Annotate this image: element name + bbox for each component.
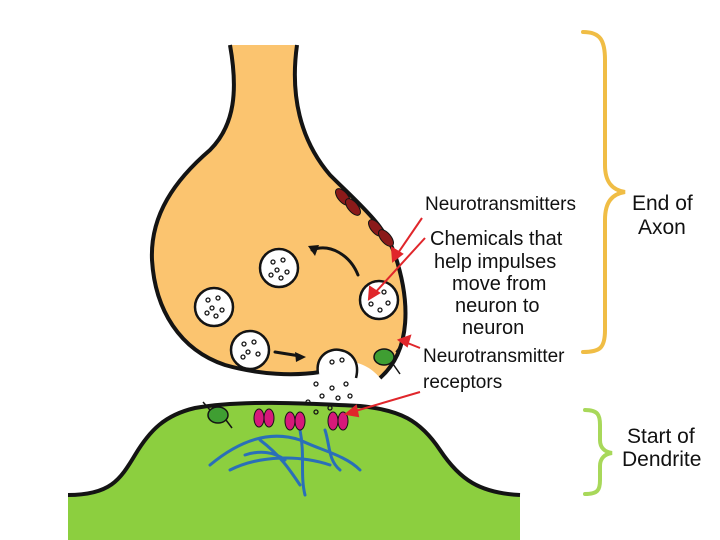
axon-outline-right	[292, 44, 408, 380]
neurotransmitters-label: Neurotransmitters	[425, 194, 576, 215]
end-of-axon-line-1: End of	[632, 192, 693, 215]
vesicle-circle	[229, 329, 271, 371]
definition-line-5: neuron	[462, 317, 524, 339]
end-of-axon-line-2: Axon	[638, 216, 686, 239]
red-pointer-arrow	[351, 391, 421, 413]
red-pointer-arrows	[343, 217, 426, 418]
dendrite-outline	[67, 400, 521, 497]
definition-line-4: neuron to	[455, 295, 540, 317]
red-pointer-arrow	[372, 237, 426, 296]
pink-receptors	[253, 408, 349, 431]
releasing-vesicle	[316, 348, 359, 379]
red-pointer-arrow	[395, 217, 423, 257]
membrane-proteins	[335, 188, 394, 247]
axon-bracket-icon	[581, 30, 626, 354]
definition-line-1: Chemicals that	[430, 228, 563, 250]
receptor-arrows	[202, 343, 403, 429]
dendrite-bracket-icon	[583, 408, 613, 496]
receptor-label-line-2: receptors	[423, 372, 502, 393]
dendrite-fibers	[208, 428, 362, 497]
green-receptors	[207, 348, 395, 424]
dendrite-body	[68, 402, 520, 540]
released-neurotransmitters	[305, 381, 353, 415]
arrowheads	[295, 245, 319, 362]
axon-outline-left	[149, 44, 321, 377]
start-of-dendrite-line-2: Dendrite	[622, 448, 701, 471]
receptor-label-line-1: Neurotransmitter	[423, 346, 565, 367]
start-of-dendrite-line-1: Start of	[627, 425, 695, 448]
vesicle-circle	[358, 279, 400, 321]
definition-line-3: move from	[452, 273, 546, 295]
definition-line-2: help impulses	[434, 251, 556, 273]
vesicle-circle	[258, 247, 300, 289]
